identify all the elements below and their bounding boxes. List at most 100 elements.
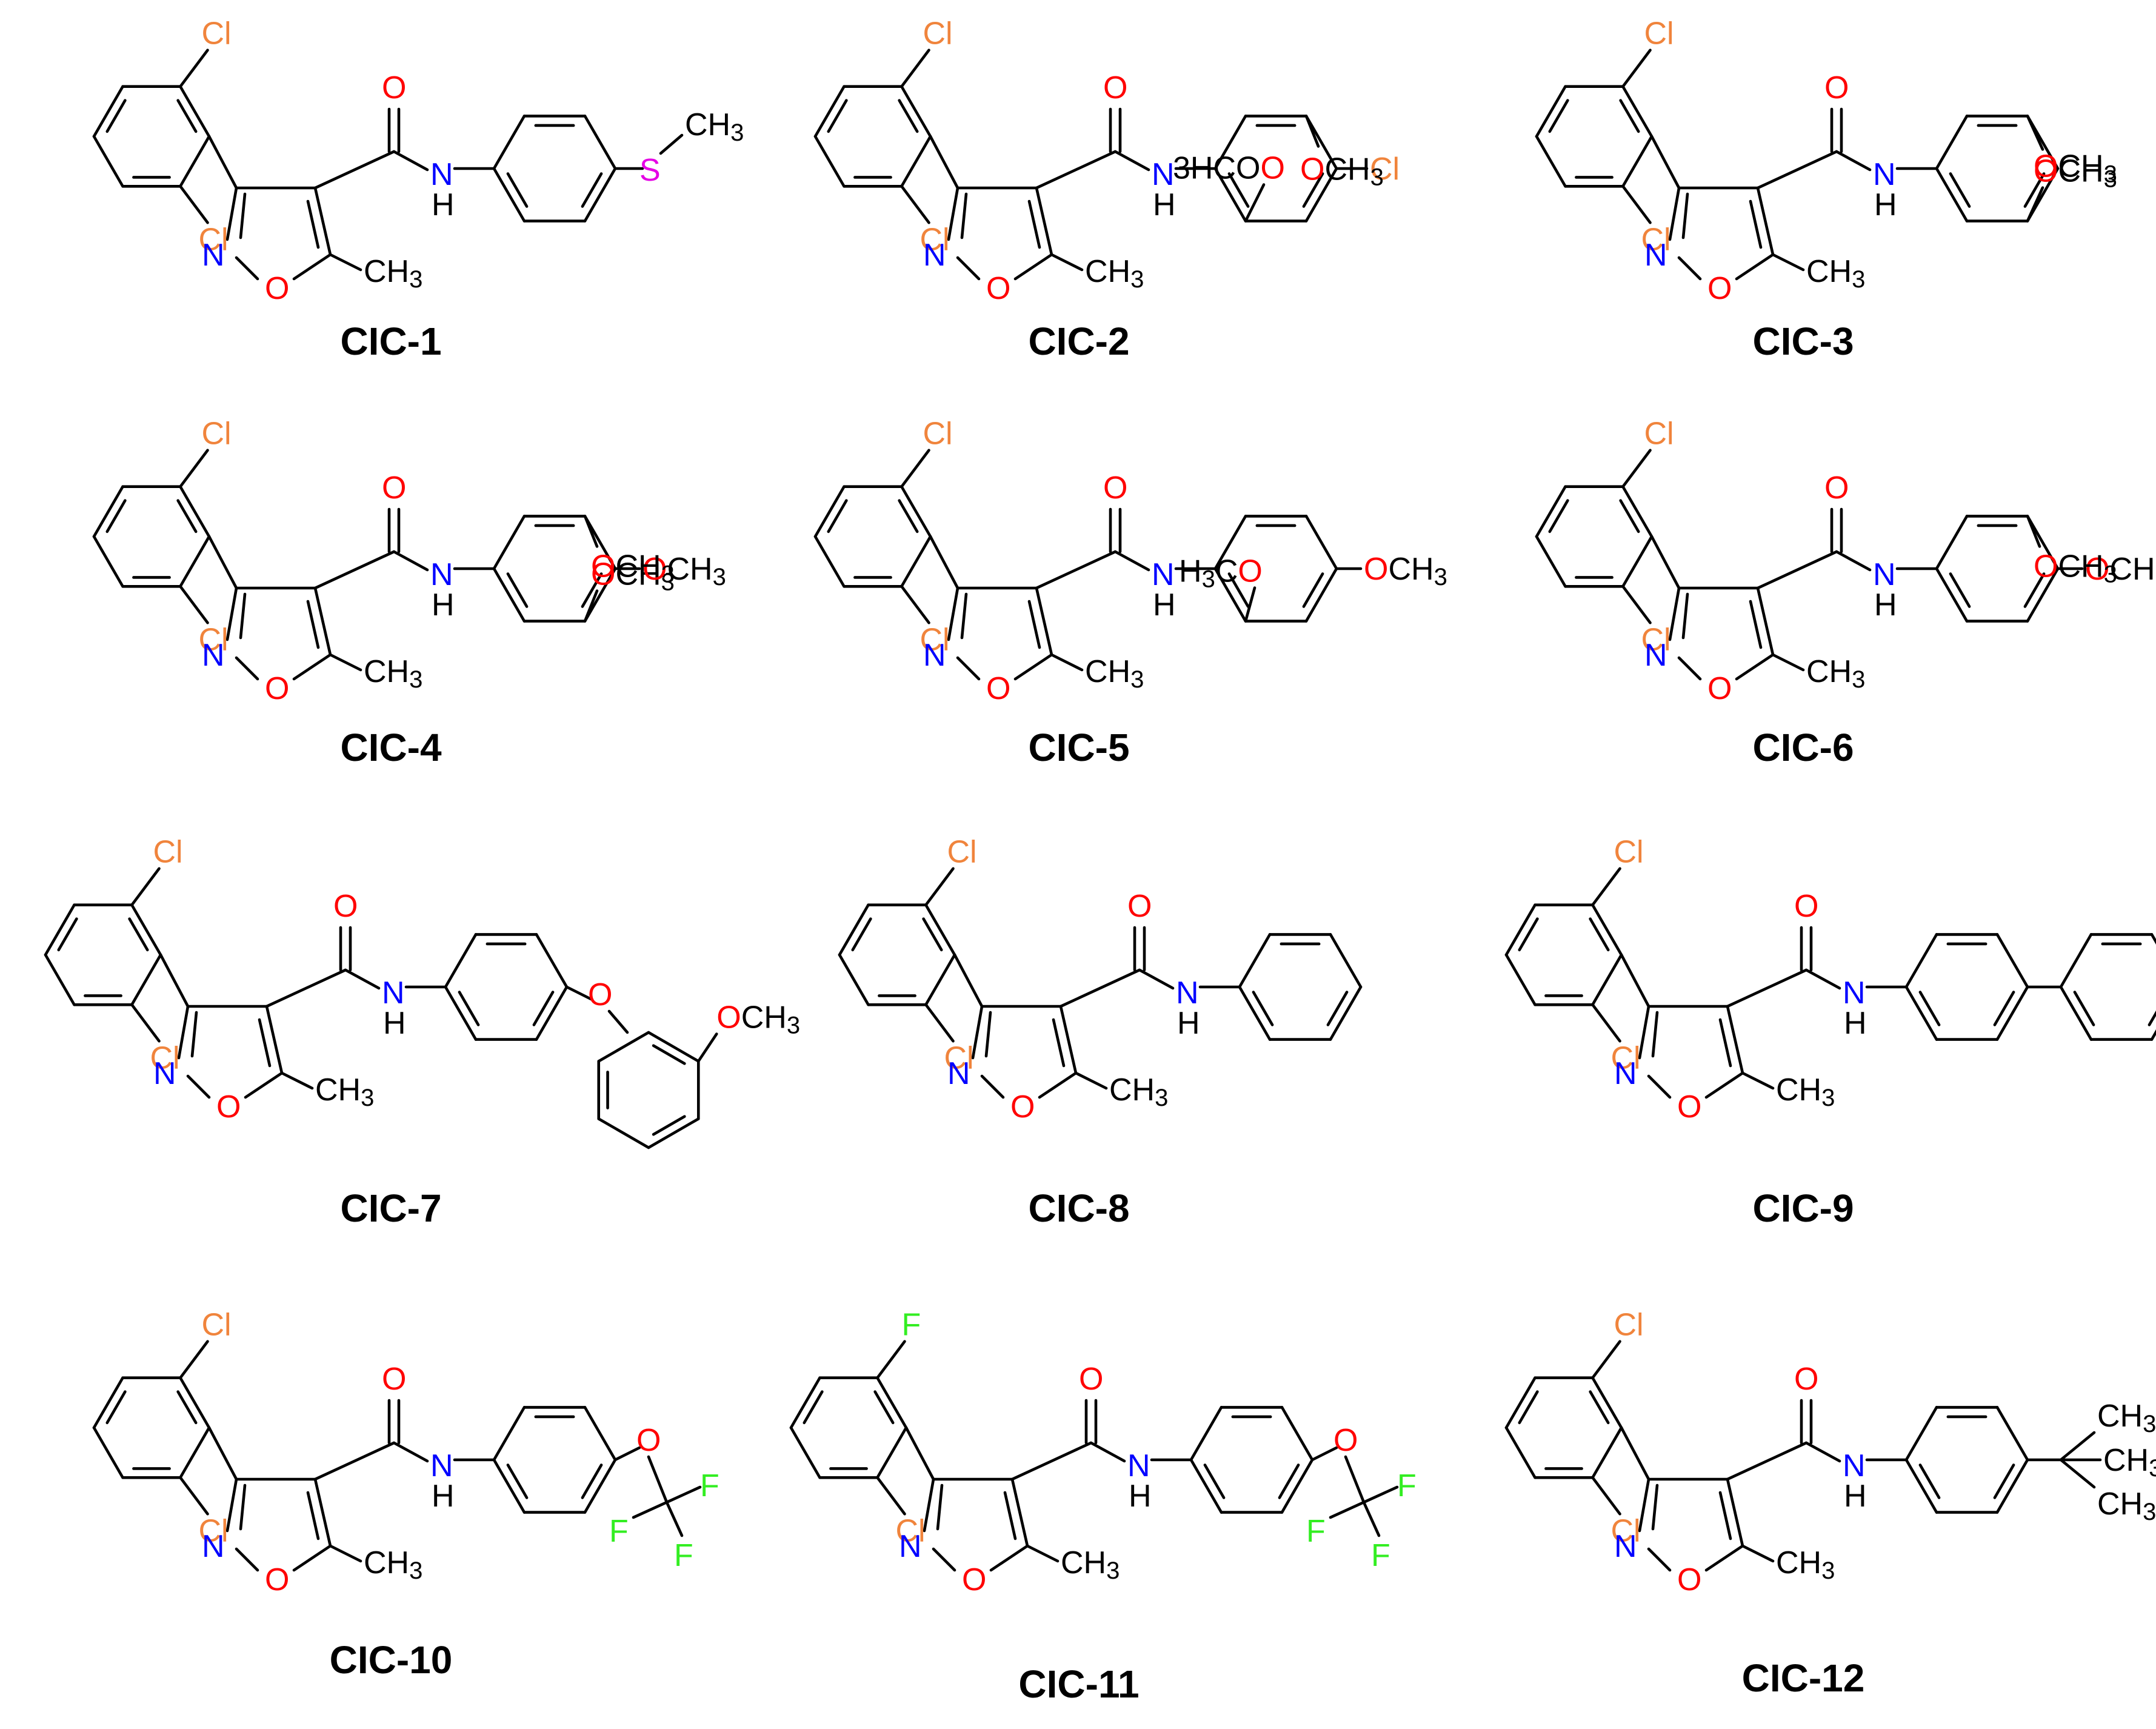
thioether-sulfur: S (639, 153, 661, 188)
bond (1238, 933, 1272, 989)
bond (186, 1074, 211, 1099)
isoxazole-nitrogen: N (202, 1529, 225, 1564)
amide-nitrogen: N (1843, 975, 1866, 1011)
bond (989, 1544, 1029, 1572)
chloro-substituent-part: Cl (920, 222, 950, 257)
amide-hydrogen-part: H (1177, 1006, 1200, 1041)
bond (1677, 256, 1702, 281)
bond (583, 1458, 617, 1514)
isoxazole-oxygen-part: O (986, 671, 1010, 706)
methyl-group: CH3 (1776, 1545, 1835, 1584)
bond (1647, 1547, 1672, 1572)
bond (813, 485, 846, 538)
chloro-substituent: Cl (1614, 1308, 1644, 1343)
amide-hydrogen: H (432, 1479, 455, 1514)
bond (535, 933, 569, 989)
bond (1189, 1406, 1223, 1462)
bond (583, 115, 617, 170)
compound-label: CIC-4 (340, 726, 442, 769)
bond (2059, 985, 2093, 1041)
methoxy-group-part: CH (2109, 552, 2155, 587)
fluoro-substituent: F (1371, 1538, 1390, 1573)
bond (92, 135, 124, 188)
isoxazole-nitrogen-part: N (202, 1529, 225, 1564)
bond (130, 903, 162, 957)
amide-nitrogen-part: N (1843, 975, 1866, 1011)
amide-hydrogen: H (1844, 1479, 1867, 1514)
methoxy-group-part: O (1238, 554, 1262, 589)
fluoro-substituent: F (674, 1538, 693, 1573)
bond (225, 586, 238, 641)
bond (1038, 1071, 1078, 1099)
carbonyl-oxygen-part: O (1103, 70, 1127, 105)
bond (2026, 186, 2044, 222)
bond (900, 85, 932, 138)
bond (900, 449, 930, 489)
fluoro-substituent-part: F (1397, 1468, 1417, 1503)
chloro-substituent-part: Cl (202, 16, 232, 52)
bond (1302, 172, 1324, 208)
methyl-group: CH3 (2097, 1399, 2156, 1437)
bond (1620, 1426, 1650, 1481)
chloro-substituent: Cl (1370, 152, 1400, 187)
fluoro-substituent-part: F (1371, 1538, 1390, 1573)
bond (838, 903, 870, 957)
amide-nitrogen-part: N (1176, 975, 1199, 1011)
amide-hydrogen-part: H (432, 587, 455, 623)
compound-label: CIC-7 (340, 1186, 441, 1230)
bond (1310, 1446, 1338, 1462)
methoxy-group-part: CH (1388, 552, 1433, 587)
amide-hydrogen-part: H (432, 1479, 455, 1514)
methoxy-group-part: H (1179, 554, 1202, 589)
amide-nitrogen-part: N (1873, 557, 1896, 592)
methyl-group-part: CH (1776, 1072, 1821, 1108)
bond (1003, 1491, 1017, 1540)
bond (392, 550, 429, 572)
amide-nitrogen-part: N (1843, 1448, 1866, 1483)
bond (813, 135, 846, 188)
chloro-substituent: Cl (1611, 1040, 1641, 1075)
bond (1650, 535, 1681, 590)
amide-hydrogen: H (1177, 1006, 1200, 1041)
methyl-group-part: 3 (409, 266, 422, 293)
bond (313, 1477, 332, 1548)
bond (1651, 1483, 1659, 1531)
bond (2023, 572, 2046, 608)
chloro-substituent: Cl (1641, 622, 1671, 657)
bond (1504, 953, 1537, 1006)
carbonyl-oxygen-part: O (333, 889, 358, 924)
chloro-substituent: Cl (199, 622, 229, 657)
methoxy-group-part: O (642, 552, 667, 587)
bond (1035, 550, 1117, 590)
methoxy-group-part: O (716, 1000, 741, 1035)
bond (1749, 199, 1763, 249)
methyl-group-part: CH (364, 1545, 409, 1580)
bond (1589, 917, 1610, 952)
bond (177, 1005, 190, 1060)
bond (179, 1340, 209, 1380)
bond (1741, 1071, 1775, 1090)
isoxazole-nitrogen: N (1614, 1056, 1637, 1091)
bond (92, 1426, 124, 1479)
bond (2026, 515, 2041, 548)
methyl-group-part: 3 (409, 666, 422, 693)
methyl-group-part: 3 (2143, 1499, 2156, 1525)
bond (265, 968, 347, 1008)
bond (1362, 1500, 1381, 1537)
methoxy-group-part: 3 (661, 561, 675, 587)
amide-nitrogen-part: N (430, 157, 453, 192)
methoxy-group-part: 3 (2104, 561, 2117, 587)
bond (492, 115, 526, 170)
bond (1591, 1376, 1623, 1430)
bond (1050, 653, 1084, 672)
methyl-group-part: 3 (2143, 1411, 2156, 1437)
bond (827, 499, 848, 533)
bond (2059, 933, 2093, 989)
methoxy-group-part: O (1364, 552, 1388, 587)
bond (313, 186, 332, 256)
bond (647, 1455, 669, 1504)
isoxazole-oxygen-part: O (1707, 271, 1732, 306)
